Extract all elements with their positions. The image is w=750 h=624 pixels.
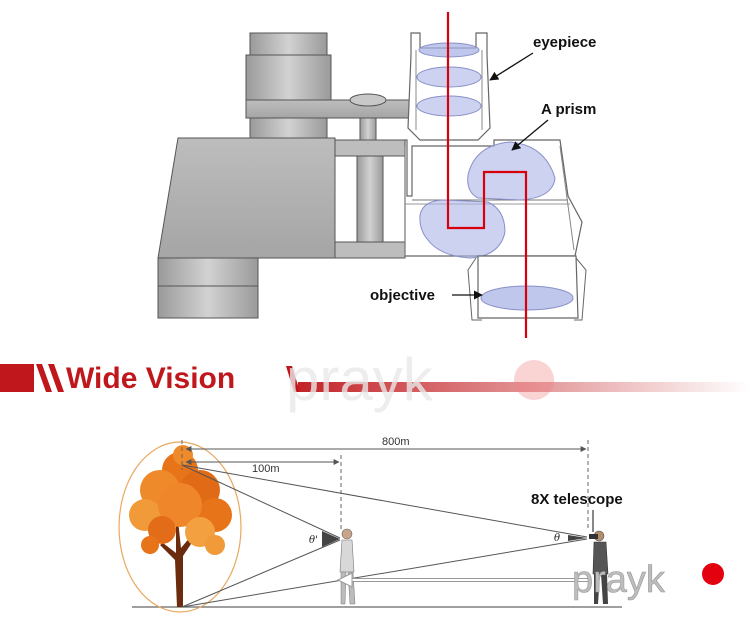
binocular-body (157, 32, 412, 319)
objective-label: objective (370, 287, 435, 304)
return-arrow-head (336, 572, 353, 588)
prism-label: A prism (541, 101, 596, 118)
hinge-column (356, 155, 384, 243)
sight-near-top (181, 464, 341, 539)
brand-logo-dot (702, 563, 724, 585)
angle-near-label: θ' (309, 535, 318, 546)
objective-barrel-left (157, 257, 259, 287)
tree (129, 445, 232, 607)
eyecup-ring (245, 54, 332, 101)
tree-outline (118, 441, 242, 613)
brand-logo-text: prayk (572, 559, 666, 601)
binocular-cutaway (404, 12, 587, 338)
sight-far-top (181, 464, 588, 538)
person-near (339, 528, 356, 605)
hinge-top (334, 139, 406, 157)
person-far (589, 530, 609, 604)
sight-near-bottom (181, 539, 341, 608)
watermark-dot (514, 360, 554, 400)
eyecup-lower (249, 117, 328, 139)
focus-knob (349, 93, 387, 107)
watermark-logo: prayk (286, 346, 434, 413)
banner-slash-2 (48, 364, 64, 392)
far-distance-label: 800m (382, 436, 410, 448)
objective-ring-left (157, 285, 259, 319)
eyepiece-label: eyepiece (533, 34, 596, 51)
sight-far-bottom (181, 538, 588, 608)
angle-wedge-far (568, 535, 587, 541)
prism-arrow (511, 119, 549, 151)
telescope-label: 8X telescope (531, 491, 623, 508)
banner-slash-3 (286, 366, 300, 392)
light-path (446, 12, 528, 338)
distance-diagram: 800m 100m θ' θ (118, 436, 724, 613)
hinge-bottom (334, 241, 406, 259)
bridge-arm (245, 99, 412, 119)
eyepiece-arrow (489, 52, 534, 81)
banner-fade-bar (298, 382, 750, 392)
focus-stem (359, 117, 377, 141)
wide-vision-banner: Wide Vision prayk (0, 346, 750, 413)
banner-left-block (0, 364, 34, 392)
banner-title: Wide Vision (66, 362, 235, 395)
banner-slash-1 (36, 364, 52, 392)
near-distance-label: 100m (252, 463, 280, 475)
binocular-labels: eyepiece A prism objective (370, 34, 596, 304)
angle-wedge-near (322, 531, 340, 547)
eyecup-top (249, 32, 328, 56)
angle-far-label: θ (554, 533, 560, 544)
prism-housing-left (157, 137, 336, 259)
